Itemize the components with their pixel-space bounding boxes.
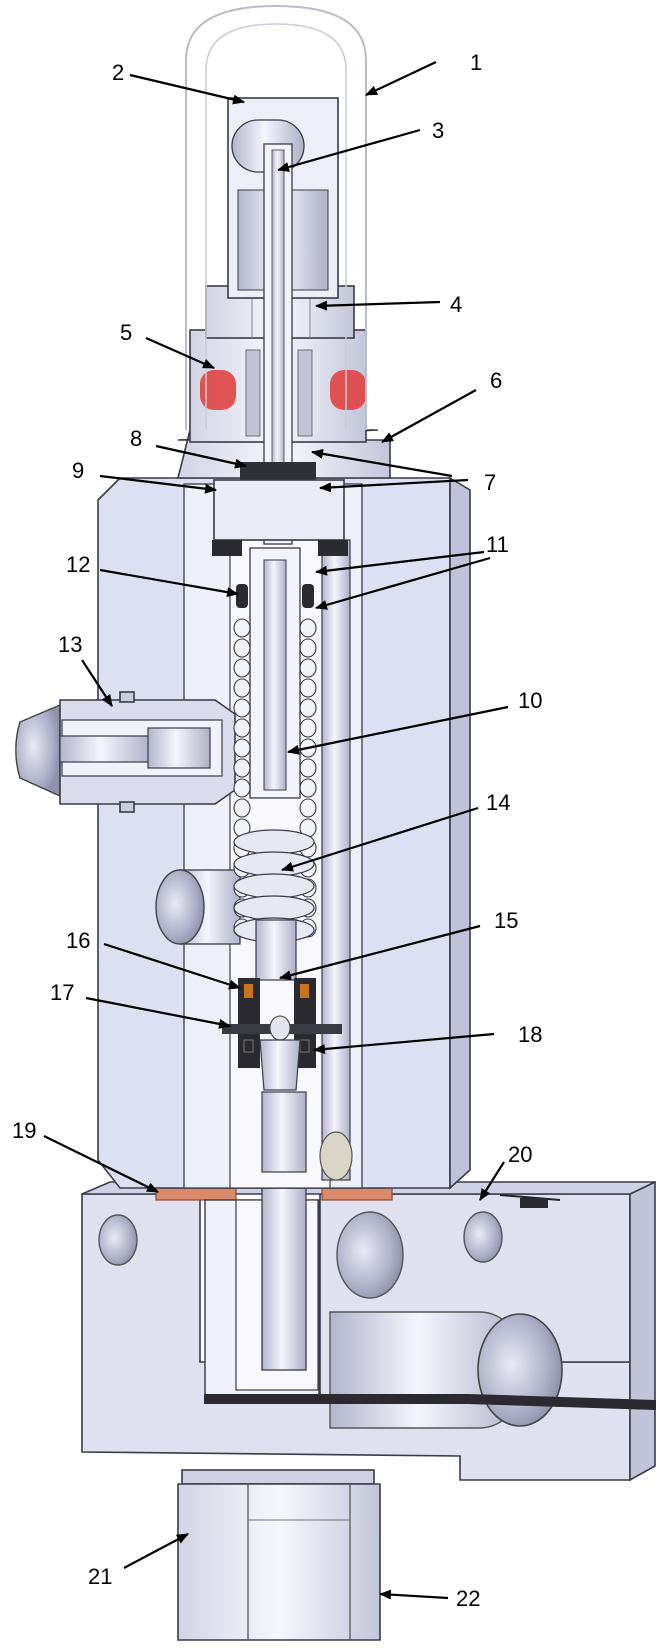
spring-coil bbox=[233, 698, 251, 718]
callout-labels: 1 2 3 4 5 6 7 8 9 10 11 12 13 14 15 16 1… bbox=[12, 50, 542, 1611]
leader-20 bbox=[479, 1161, 505, 1201]
main-spring-coil bbox=[233, 873, 315, 899]
callout-12: 12 bbox=[66, 552, 90, 577]
spring-coil bbox=[299, 778, 317, 798]
spring-coil bbox=[233, 618, 251, 638]
spring-coil bbox=[233, 778, 251, 798]
leader-9 bbox=[99, 474, 217, 494]
callout-3: 3 bbox=[432, 118, 444, 143]
leader-2 bbox=[129, 73, 245, 105]
leader-19 bbox=[43, 1135, 159, 1193]
callout-5: 5 bbox=[120, 320, 132, 345]
manifold-block bbox=[81, 1119, 656, 1482]
callout-15: 15 bbox=[494, 908, 518, 933]
spring-coil bbox=[233, 718, 251, 738]
callout-8: 8 bbox=[130, 426, 142, 451]
callout-11: 11 bbox=[486, 532, 509, 557]
callout-17: 17 bbox=[50, 980, 74, 1005]
leader-7a bbox=[311, 448, 453, 478]
spring-coil bbox=[299, 718, 317, 738]
callout-leaders bbox=[43, 61, 509, 1600]
leader-6 bbox=[381, 389, 477, 443]
leader-15 bbox=[279, 924, 481, 981]
callout-13: 13 bbox=[58, 632, 82, 657]
main-spring-coil bbox=[233, 829, 315, 855]
spring-coil bbox=[299, 658, 317, 678]
leader-1 bbox=[365, 61, 437, 96]
spring-coil bbox=[299, 698, 317, 718]
callout-16: 16 bbox=[66, 928, 90, 953]
callout-4: 4 bbox=[450, 292, 462, 317]
spring-coil bbox=[299, 758, 317, 778]
leader-18 bbox=[313, 1032, 495, 1055]
bottom-fitting bbox=[177, 1469, 381, 1641]
leader-11a bbox=[315, 550, 485, 576]
spring-coil bbox=[233, 658, 251, 678]
callout-22: 22 bbox=[456, 1586, 480, 1611]
callout-20: 20 bbox=[508, 1142, 532, 1167]
callout-2: 2 bbox=[112, 60, 124, 85]
leader-5 bbox=[145, 336, 215, 370]
leader-7b bbox=[319, 478, 469, 493]
callout-9: 9 bbox=[72, 458, 84, 483]
leader-21 bbox=[123, 1533, 189, 1569]
spring-coil bbox=[233, 738, 251, 758]
callout-10: 10 bbox=[518, 688, 542, 713]
leader-22 bbox=[379, 1589, 449, 1600]
leader-10 bbox=[287, 705, 509, 755]
callout-6: 6 bbox=[490, 368, 502, 393]
callout-19: 19 bbox=[12, 1118, 36, 1143]
leader-3 bbox=[277, 128, 421, 172]
leader-17 bbox=[85, 996, 231, 1029]
callout-1: 1 bbox=[470, 50, 482, 75]
bonnet-assembly bbox=[176, 4, 391, 556]
main-spring-coil bbox=[233, 895, 315, 921]
leader-8 bbox=[155, 444, 247, 469]
inlet-fitting bbox=[15, 691, 236, 813]
outlet-boss bbox=[155, 869, 241, 945]
leader-4 bbox=[315, 300, 441, 311]
spring-coil bbox=[299, 618, 317, 638]
leader-14 bbox=[281, 806, 479, 872]
callout-18: 18 bbox=[518, 1022, 542, 1047]
spring-coil bbox=[233, 638, 251, 658]
callout-7: 7 bbox=[484, 470, 496, 495]
spring-coil bbox=[299, 798, 317, 818]
spring-coil bbox=[299, 638, 317, 658]
spring-coil bbox=[233, 758, 251, 778]
piston-stem bbox=[222, 547, 342, 1173]
leader-16 bbox=[103, 942, 241, 990]
callout-21: 21 bbox=[88, 1564, 112, 1589]
spring-coil bbox=[233, 798, 251, 818]
callout-14: 14 bbox=[486, 790, 510, 815]
spring-coil bbox=[299, 678, 317, 698]
leader-11b bbox=[315, 556, 491, 610]
leader-13 bbox=[81, 659, 113, 707]
leader-12 bbox=[99, 568, 239, 598]
spring-coil bbox=[233, 678, 251, 698]
spring-stack bbox=[233, 618, 317, 943]
